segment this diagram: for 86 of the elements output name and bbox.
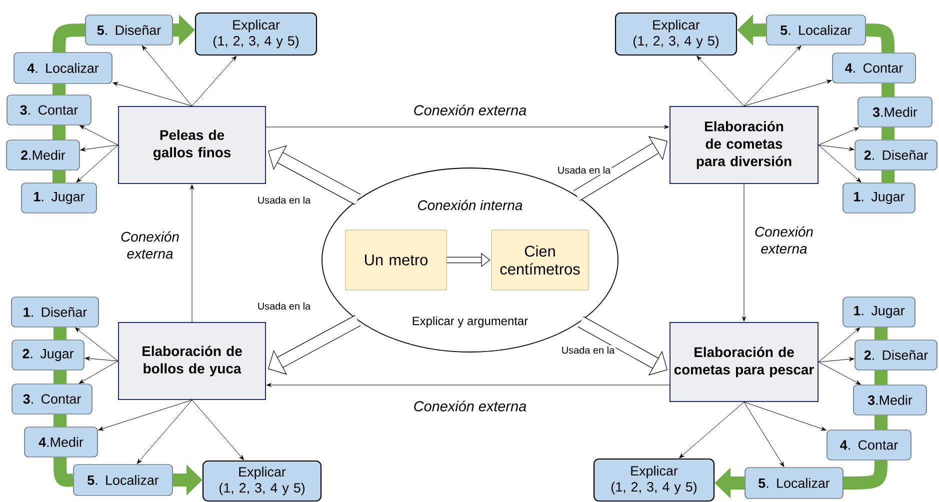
concept-box: Cien centímetros	[491, 230, 589, 290]
progression-band	[52, 84, 66, 95]
progression-band	[52, 125, 66, 140]
step-box: 5. Localizar	[73, 464, 173, 496]
progression-band	[54, 327, 66, 340]
arrow	[76, 144, 118, 182]
progression-band	[843, 460, 888, 490]
progression-band	[54, 370, 66, 384]
step-box: 5. Localizar	[766, 14, 866, 46]
arrow	[818, 144, 854, 151]
progression-band	[874, 415, 888, 430]
arrow	[679, 402, 744, 458]
arrow	[78, 360, 118, 384]
block-arrow	[578, 316, 668, 376]
step-box: 3.Medir	[853, 384, 927, 416]
progression-band	[52, 170, 66, 183]
arrow	[136, 400, 192, 464]
edge-label: Usada en la	[256, 195, 312, 205]
step-box: 2. Diseñar	[854, 140, 938, 170]
arrow	[190, 184, 194, 322]
step-box: 5. Localizar	[744, 467, 844, 499]
edge-label: Conexión externa	[412, 104, 528, 116]
block-arrow	[268, 315, 361, 375]
context-box: Elaboración de cometas para pescar	[670, 322, 818, 402]
arrow	[142, 46, 192, 106]
context-box: Peleas de gallos finos	[118, 106, 266, 184]
progression-band	[54, 457, 74, 487]
arrow	[84, 356, 118, 362]
arrow	[818, 357, 854, 362]
arrow	[744, 402, 784, 467]
step-box: 1. Jugar	[21, 182, 97, 214]
arrow	[112, 82, 192, 106]
step-box: 2. Diseñar	[854, 340, 938, 370]
arrow	[80, 144, 118, 152]
edge-label: Usada en la	[556, 165, 612, 175]
progression-band	[52, 24, 86, 52]
arrow	[818, 127, 860, 146]
progression-band	[54, 414, 66, 427]
arrow	[818, 144, 862, 182]
progression-band	[882, 127, 894, 140]
arrow	[696, 56, 744, 106]
edge-label: Conexión externa	[748, 225, 820, 255]
arrow	[192, 400, 244, 460]
arrow	[192, 56, 237, 106]
edge-label: Conexión externa	[412, 400, 528, 412]
step-box: 4. Contar	[832, 52, 916, 84]
arrow	[98, 400, 192, 430]
block-arrow	[574, 136, 668, 201]
step-box: 4. Contar	[826, 430, 912, 460]
progression-band	[882, 170, 894, 183]
arrow	[744, 46, 802, 106]
concept-box: Un metro	[345, 230, 447, 290]
step-box: 2. Jugar	[12, 340, 84, 370]
progression-band	[866, 24, 894, 53]
arrow	[818, 328, 860, 362]
progression-band	[874, 327, 888, 340]
arrow	[818, 362, 861, 385]
explain-box: Explicar (1, 2, 3, 4 y 5)	[614, 12, 738, 56]
edge-label: Usada en la	[256, 301, 312, 311]
arrow	[80, 125, 118, 146]
block-arrow	[268, 145, 361, 205]
step-box: 4.Medir	[24, 426, 98, 458]
step-box: 3. Contar	[12, 384, 92, 414]
arrow	[744, 80, 832, 106]
arrow	[74, 327, 118, 362]
step-box: 5. Diseñar	[85, 14, 173, 46]
step-box: 3. Contar	[6, 94, 92, 126]
step-box: 1. Diseñar	[11, 296, 99, 328]
step-box: 3.Medir	[858, 96, 932, 128]
step-box: 1. Jugar	[842, 296, 916, 328]
edge-label: Conexión externa	[114, 230, 186, 260]
step-box: 4. Localizar	[14, 52, 112, 84]
progression-band	[874, 370, 888, 385]
explain-box: Explicar (1, 2, 3, 4 y 5)	[202, 460, 322, 502]
progression-band	[882, 83, 894, 97]
step-box: 2.Medir	[6, 140, 80, 170]
arrow	[266, 383, 670, 387]
explain-box: Explicar (1, 2, 3, 4 y 5)	[194, 12, 318, 56]
edge-label: Usada en la	[560, 345, 616, 355]
arrow	[744, 402, 826, 431]
arrow	[742, 184, 746, 322]
context-box: Elaboración de bollos de yuca	[118, 322, 266, 400]
explain-box: Explicar (1, 2, 3, 4 y 5)	[593, 458, 715, 502]
context-box: Elaboración de cometas para diversión	[670, 106, 818, 184]
arrow	[266, 125, 670, 129]
step-box: 1. Jugar	[842, 182, 916, 214]
